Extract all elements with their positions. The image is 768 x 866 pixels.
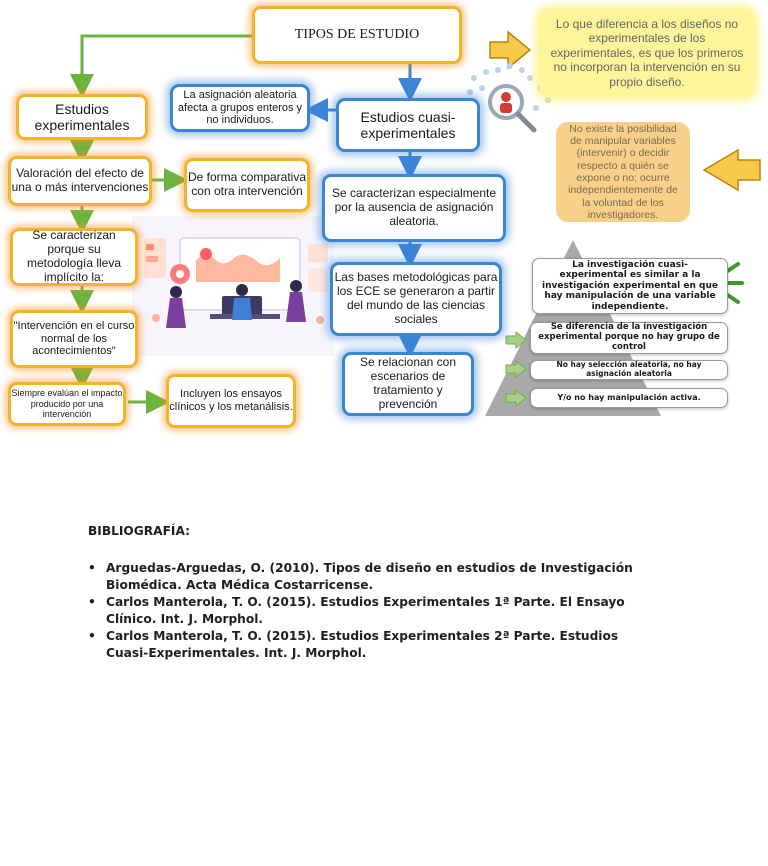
quasi-box-1: Se caracterizan especialmente por la aus… — [322, 174, 506, 242]
bibliography-item: Carlos Manterola, T. O. (2015). Estudios… — [88, 628, 648, 662]
note-yellow: Lo que diferencia a los diseños no exper… — [540, 10, 754, 96]
main-title: TIPOS DE ESTUDIO — [252, 6, 462, 64]
arrow-title-to-experimental — [70, 34, 252, 98]
quasi-box-1-text: Se caracterizan especialmente por la aus… — [331, 186, 497, 228]
experimental-box-3-text: "Intervención en el curso normal de los … — [13, 320, 135, 358]
experimental-side-box-2-text: Incluyen los ensayos clínicos y los meta… — [169, 388, 293, 413]
crowd-magnifier-icon — [467, 63, 551, 133]
note-yellow-text: Lo que diferencia a los diseños no exper… — [550, 17, 744, 89]
experimental-side-box-2: Incluyen los ensayos clínicos y los meta… — [166, 374, 296, 428]
experimental-box-1: Valoración del efecto de una o más inter… — [8, 156, 152, 206]
pyramid-level-4-text: Y/o no hay manipulación activa. — [557, 393, 701, 403]
note-orange: No existe la posibilidad de manipular va… — [556, 122, 690, 222]
experimental-box-1-text: Valoración del efecto de una o más inter… — [11, 166, 149, 194]
bibliography-section: BIBLIOGRAFÍA: Arguedas-Arguedas, O. (201… — [88, 524, 648, 662]
quasi-box-2-text: Las bases metodológicas para los ECE se … — [334, 270, 498, 326]
pyramid-level-2-text: Se diferencia de la investigación experi… — [538, 322, 720, 352]
experimental-box-4: Siempre evalúan el impacto producido por… — [8, 382, 126, 426]
bibliography-item: Carlos Manterola, T. O. (2015). Estudios… — [88, 594, 648, 628]
pyramid-level-2: Se diferencia de la investigación experi… — [530, 322, 728, 354]
emphasis-marks-icon — [724, 262, 744, 304]
yellow-arrow-left-icon — [702, 148, 761, 192]
quasi-box-3: Se relacionan con escenarios de tratamie… — [342, 352, 474, 416]
note-orange-text: No existe la posibilidad de manipular va… — [568, 122, 678, 222]
experimental-box-4-text: Siempre evalúan el impacto producido por… — [11, 388, 123, 420]
pyramid-level-3-text: No hay selección aleatoria, no hay asign… — [556, 360, 702, 378]
bibliography-list: Arguedas-Arguedas, O. (2010). Tipos de d… — [88, 560, 648, 662]
experimental-box-3: "Intervención en el curso normal de los … — [10, 310, 138, 368]
quasi-side-box: La asignación aleatoria afecta a grupos … — [170, 84, 310, 132]
data-analysis-illustration — [132, 216, 334, 356]
bibliography-heading: BIBLIOGRAFÍA: — [88, 524, 190, 538]
bibliography-item: Arguedas-Arguedas, O. (2010). Tipos de d… — [88, 560, 648, 594]
experimental-heading-text: Estudios experimentales — [34, 100, 130, 133]
yellow-arrow-right-icon — [489, 30, 532, 70]
experimental-side-box-1: De forma comparativa con otra intervenci… — [184, 158, 310, 212]
experimental-heading: Estudios experimentales — [16, 94, 148, 140]
pyramid-level-3: No hay selección aleatoria, no hay asign… — [530, 360, 728, 380]
quasi-box-2: Las bases metodológicas para los ECE se … — [330, 262, 502, 336]
experimental-box-2: Se caracterizan porque su metodología ll… — [10, 228, 138, 286]
experimental-side-box-1-text: De forma comparativa con otra intervenci… — [187, 170, 307, 198]
pyramid-level-1: La investigación cuasi-experimental es s… — [532, 258, 728, 314]
main-title-text: TIPOS DE ESTUDIO — [294, 26, 420, 42]
pyramid-level-4: Y/o no hay manipulación activa. — [530, 388, 728, 408]
experimental-box-2-text: Se caracterizan porque su metodología ll… — [26, 228, 122, 284]
quasi-heading: Estudios cuasi-experimentales — [336, 98, 480, 152]
quasi-side-box-text: La asignación aleatoria afecta a grupos … — [177, 89, 303, 127]
quasi-box-3-text: Se relacionan con escenarios de tratamie… — [359, 355, 457, 411]
pyramid-level-1-text: La investigación cuasi-experimental es s… — [542, 260, 718, 312]
quasi-heading-text: Estudios cuasi-experimentales — [360, 108, 456, 141]
